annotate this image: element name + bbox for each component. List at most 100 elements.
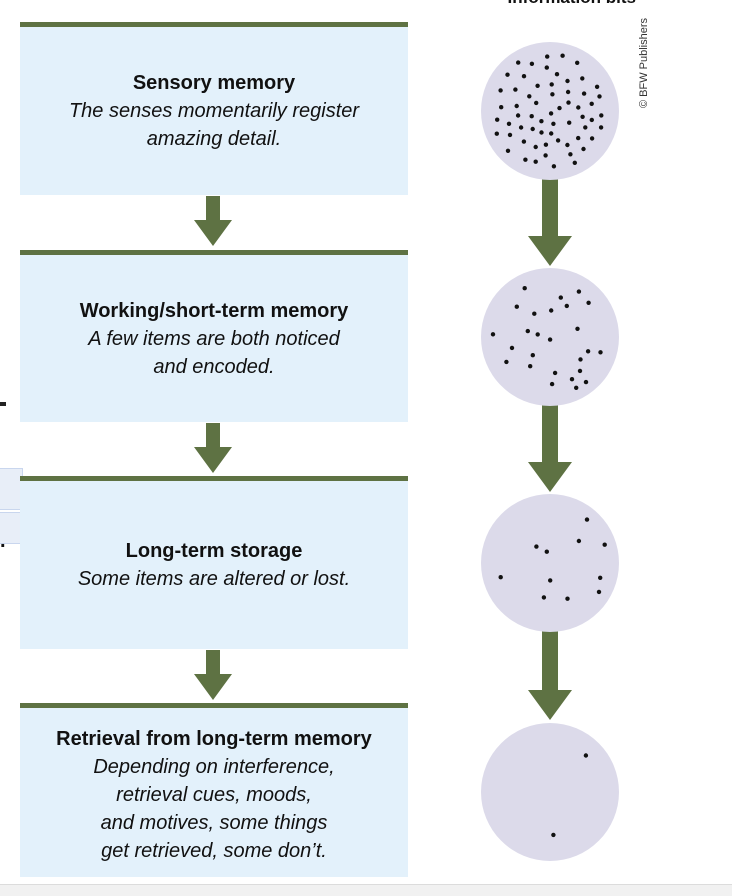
information-bit-dot <box>598 350 603 355</box>
information-bit-dot <box>560 53 565 58</box>
information-bit-dot <box>551 832 556 838</box>
information-bit-dot <box>514 103 519 109</box>
information-bit-dot <box>567 120 572 125</box>
information-bit-dot <box>506 121 512 127</box>
information-bit-dot <box>527 94 532 99</box>
down-arrow-icon <box>194 196 232 246</box>
information-bit-dot <box>522 286 527 291</box>
information-bit-dot <box>583 379 589 385</box>
information-bit-dot <box>589 136 595 141</box>
information-bit-dot <box>516 60 521 65</box>
information-bit-dot <box>548 111 554 116</box>
information-bit-dot <box>515 113 521 118</box>
information-bit-dot <box>521 139 527 144</box>
information-bit-dot <box>505 72 510 77</box>
information-bit-dot <box>568 152 573 157</box>
information-bit-dot <box>596 589 602 595</box>
information-bit-dot <box>539 130 544 135</box>
information-bit-dot <box>581 91 587 96</box>
stage-title: Working/short-term memory <box>79 299 349 322</box>
information-bit-dot <box>566 100 571 105</box>
information-bit-dot <box>565 142 570 148</box>
information-bits-label: Information bits <box>440 0 636 8</box>
bits-circle-sensory <box>481 42 619 180</box>
information-bit-dot <box>513 87 518 92</box>
information-bit-dot <box>550 92 555 97</box>
stage-box-working-memory: Working/short-term memory A few items ar… <box>20 250 408 422</box>
information-bit-dot <box>534 100 539 106</box>
information-bit-dot <box>597 94 602 99</box>
information-bit-dot <box>576 538 582 544</box>
information-bit-dot <box>504 359 509 365</box>
information-bit-dot <box>564 303 569 309</box>
information-bit-dot <box>547 337 553 342</box>
information-bit-dot <box>584 517 590 522</box>
information-bit-dot <box>551 121 556 127</box>
information-bit-dot <box>565 89 571 95</box>
information-bit-dot <box>518 125 524 130</box>
down-arrow-icon <box>528 178 572 266</box>
information-bit-dot <box>529 114 534 119</box>
information-bit-dot <box>541 595 547 600</box>
information-bit-dot <box>585 349 591 354</box>
information-bit-dot <box>578 357 583 362</box>
information-bit-dot <box>543 142 549 147</box>
information-bit-dot <box>505 148 511 153</box>
down-arrow-icon <box>528 631 572 720</box>
information-bit-dot <box>565 596 570 601</box>
stage-title: Long-term storage <box>125 540 303 562</box>
bits-circle-storage <box>481 494 619 632</box>
information-bit-dot <box>583 125 588 130</box>
information-bit-dot <box>554 72 560 77</box>
stage-description: The senses momentarily register amazing … <box>68 100 360 150</box>
information-bit-dot <box>498 88 503 93</box>
information-bit-dot <box>549 381 555 387</box>
information-bit-dot <box>530 126 535 132</box>
information-bits-circles <box>481 42 619 861</box>
information-bit-dot <box>594 84 600 90</box>
information-bit-dot <box>551 164 557 169</box>
information-bit-dot <box>555 138 561 143</box>
information-bit-dot <box>499 105 504 110</box>
information-bit-dot <box>581 146 586 152</box>
stage-box-long-term-storage: Long-term storage Some items are altered… <box>20 476 408 649</box>
information-bit-dot <box>495 117 500 122</box>
information-bit-dot <box>575 326 580 331</box>
information-bit-dot <box>490 332 496 337</box>
information-bit-dot <box>535 332 540 337</box>
information-bit-dot <box>532 311 537 316</box>
information-bit-dot <box>535 83 540 89</box>
information-bit-dot <box>569 377 575 382</box>
information-bit-dot <box>558 295 563 300</box>
information-bit-dot <box>543 153 548 158</box>
information-bit-dot <box>557 105 562 111</box>
stage-description: Depending on interference, retrieval cue… <box>93 755 335 862</box>
stage-box-sensory-memory: Sensory memory The senses momentarily re… <box>20 22 408 195</box>
information-bit-dot <box>598 575 603 580</box>
information-bit-dot <box>577 368 583 374</box>
information-bit-dot <box>565 78 570 84</box>
information-bit-dot <box>572 160 577 165</box>
information-bit-dot <box>575 60 580 65</box>
information-bit-dot <box>576 289 582 294</box>
information-bit-dot <box>529 61 535 66</box>
information-bit-dot <box>544 65 549 70</box>
information-bit-dot <box>549 131 554 136</box>
stage-box-retrieval: Retrieval from long-term memory Dependin… <box>20 703 408 877</box>
information-bit-dot <box>583 753 589 758</box>
page-fragment-tick <box>0 402 6 406</box>
stage-description: Some items are altered or lost. <box>77 568 351 590</box>
information-bit-dot <box>539 119 544 124</box>
information-bit-dot <box>580 114 585 120</box>
information-bit-dot <box>602 542 607 547</box>
information-bit-dot <box>598 125 604 130</box>
circle-to-circle-arrows <box>528 178 572 720</box>
box-to-box-arrows <box>194 196 232 700</box>
information-bit-dot <box>507 132 513 138</box>
information-bit-dot <box>494 131 499 136</box>
information-bit-dot <box>521 74 527 79</box>
information-bit-dot <box>534 544 539 549</box>
stage-title: Sensory memory <box>132 72 296 94</box>
information-bit-dot <box>576 105 581 110</box>
